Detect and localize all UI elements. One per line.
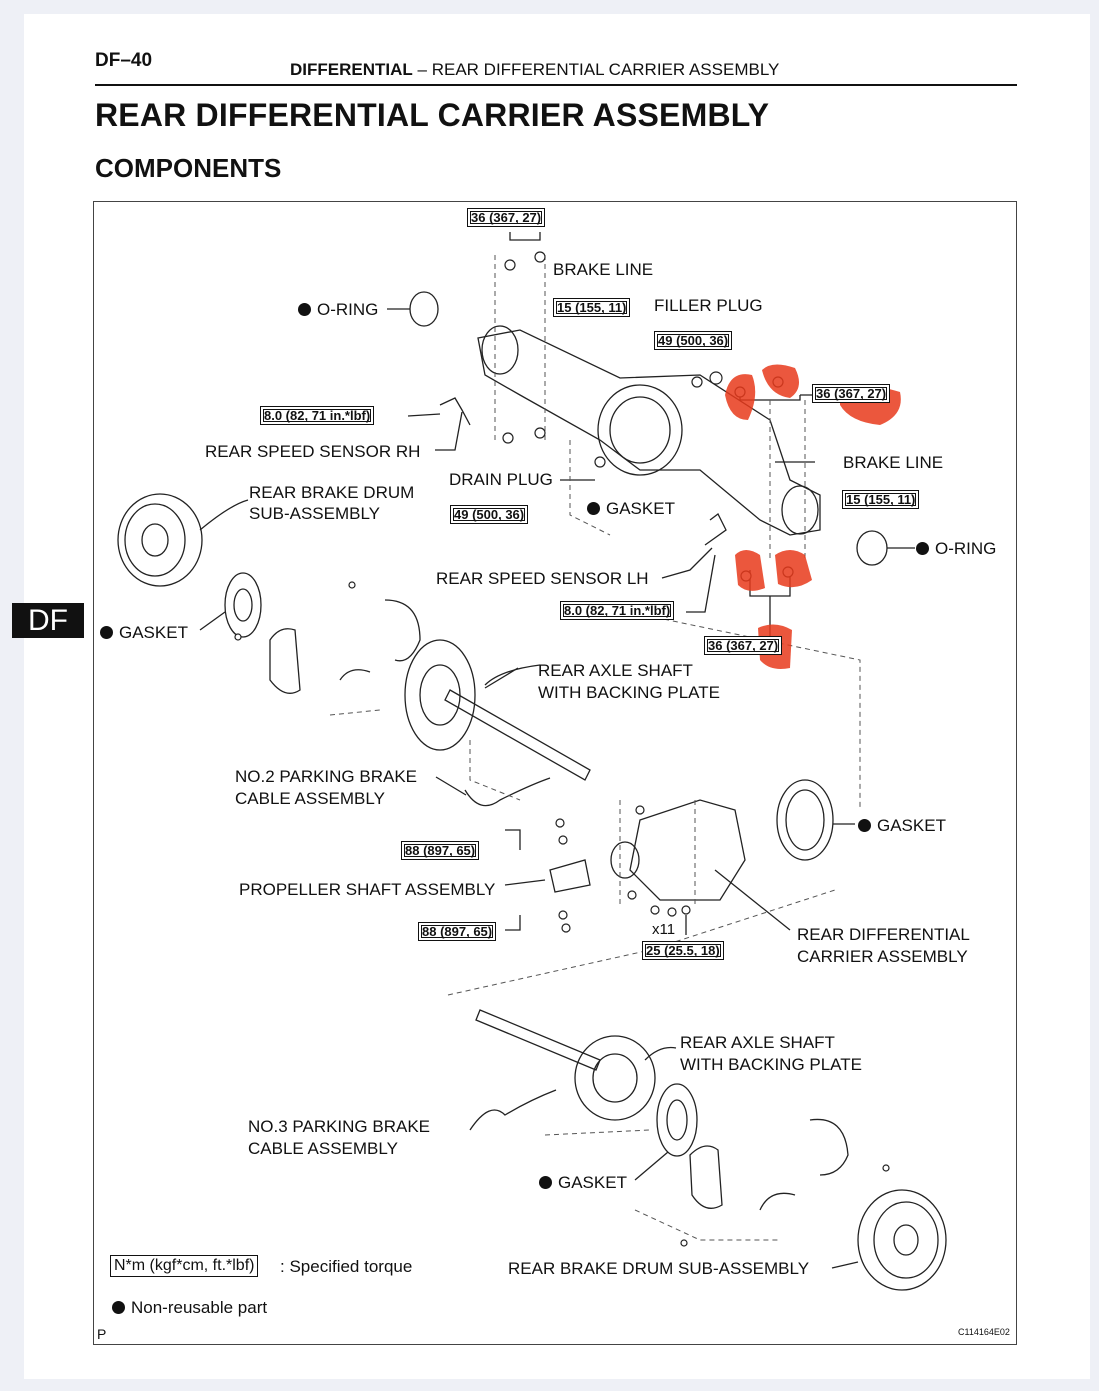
label-no2-parking-line1: NO.2 PARKING BRAKE <box>235 767 418 786</box>
torque-box-88-top: 88 (897, 65) <box>401 841 480 860</box>
o-ring-left-art <box>409 291 439 327</box>
label-brake-line-right: BRAKE LINE <box>843 453 944 472</box>
brake-drum-bottom-art <box>857 1189 947 1291</box>
torque-box-15-right: 15 (155, 11) <box>842 490 920 509</box>
gasket-bottom-art <box>656 1083 698 1157</box>
label-o-ring-right: O-RING <box>916 538 996 559</box>
nonreusable-dot-icon <box>539 1176 552 1189</box>
nonreusable-dot-icon <box>100 626 113 639</box>
carrier-assembly-art <box>629 799 746 901</box>
label-rear-brake-drum-line2: SUB-ASSEMBLY <box>249 504 381 523</box>
axle-shaft-2 <box>475 1009 601 1071</box>
torque-box-top: 36 (367, 27) <box>467 208 546 227</box>
brake-shoe-bottom-right <box>809 1118 849 1176</box>
section-tab: DF <box>12 603 84 638</box>
speed-sensor-rh-art <box>439 397 471 426</box>
parking-cable-3 <box>469 1089 557 1131</box>
label-brake-line-top: BRAKE LINE <box>553 260 654 279</box>
label-rear-diff-carrier-line2: CARRIER ASSEMBLY <box>797 947 968 966</box>
label-no3-parking-line1: NO.3 PARKING BRAKE <box>248 1117 431 1136</box>
torque-box-36-lower: 36 (367, 27) <box>704 636 783 655</box>
torque-box-88-bottom: 88 (897, 65) <box>418 922 497 941</box>
parking-cable-2 <box>464 777 551 807</box>
figure-code: C114164E02 <box>958 1327 1010 1337</box>
label-rear-brake-drum-bottom: REAR BRAKE DRUM SUB-ASSEMBLY <box>508 1259 810 1278</box>
torque-box-25: 25 (25.5, 18) <box>642 941 724 960</box>
nonreusable-dot-icon <box>298 303 311 316</box>
brake-shoe-bottom-left <box>689 1145 723 1209</box>
header-rule <box>95 84 1017 86</box>
brake-shoe-left <box>269 628 301 694</box>
label-rear-axle-shaft-1-line1: REAR AXLE SHAFT <box>538 661 693 680</box>
left-flange <box>481 325 519 375</box>
legend-nonreusable: Non-reusable part <box>112 1298 267 1318</box>
header-separator: – <box>417 60 427 79</box>
label-no3-parking-line2: CABLE ASSEMBLY <box>248 1139 398 1158</box>
page-sheet <box>24 14 1090 1379</box>
label-x11: x11 <box>652 921 676 938</box>
o-ring-right-art <box>856 530 888 566</box>
label-rear-axle-shaft-2-line1: REAR AXLE SHAFT <box>680 1033 835 1052</box>
gasket-carrier-art <box>776 779 834 861</box>
page-number: DF–40 <box>95 50 153 71</box>
label-rear-diff-carrier-line1: REAR DIFFERENTIAL <box>797 925 970 944</box>
label-gasket-drain: GASKET <box>587 498 675 519</box>
running-header: DIFFERENTIAL – REAR DIFFERENTIAL CARRIER… <box>290 60 779 80</box>
right-flange <box>781 485 819 535</box>
label-gasket-carrier: GASKET <box>858 815 946 836</box>
label-rear-axle-shaft-2-line2: WITH BACKING PLATE <box>680 1055 862 1074</box>
torque-box-36-right: 36 (367, 27) <box>812 384 891 403</box>
backing-plate-1 <box>404 639 476 751</box>
nonreusable-dot-icon <box>587 502 600 515</box>
diagram-frame <box>93 201 1017 1345</box>
backing-plate-2 <box>574 1035 656 1121</box>
brake-drum-left-art <box>117 493 203 587</box>
legend-torque-box: N*m (kgf*cm, ft.*lbf) <box>110 1255 259 1277</box>
header-subsection: REAR DIFFERENTIAL CARRIER ASSEMBLY <box>431 60 780 79</box>
section-title: COMPONENTS <box>95 153 282 183</box>
brake-shoe-right <box>384 599 421 662</box>
torque-box-8-lh: 8.0 (82, 71 in.*lbf) <box>560 601 675 620</box>
footer-letter: P <box>97 1326 107 1342</box>
label-propeller-shaft: PROPELLER SHAFT ASSEMBLY <box>239 880 496 899</box>
label-o-ring-left: O-RING <box>298 299 378 320</box>
label-rear-axle-shaft-1-line2: WITH BACKING PLATE <box>538 683 720 702</box>
label-gasket-left: GASKET <box>100 622 188 643</box>
label-rear-speed-sensor-rh: REAR SPEED SENSOR RH <box>205 442 421 461</box>
label-rear-brake-drum-line1: REAR BRAKE DRUM <box>249 483 415 502</box>
label-filler-plug: FILLER PLUG <box>654 296 763 315</box>
nonreusable-dot-icon <box>858 819 871 832</box>
torque-box-49-drain: 49 (500, 36) <box>450 505 529 524</box>
torque-box-8-rh: 8.0 (82, 71 in.*lbf) <box>260 406 375 425</box>
header-section: DIFFERENTIAL <box>290 60 413 79</box>
diff-cover <box>597 384 683 476</box>
label-drain-plug: DRAIN PLUG <box>449 470 553 489</box>
nonreusable-dot-icon <box>112 1301 125 1314</box>
red-annotations <box>725 364 901 669</box>
torque-box-49-top: 49 (500, 36) <box>654 331 733 350</box>
page-title: REAR DIFFERENTIAL CARRIER ASSEMBLY <box>95 97 770 133</box>
label-rear-speed-sensor-lh: REAR SPEED SENSOR LH <box>436 569 649 588</box>
speed-sensor-lh-art <box>704 513 727 546</box>
propeller-flange <box>549 859 591 893</box>
torque-box-filler: 15 (155, 11) <box>553 298 631 317</box>
legend-torque-text: : Specified torque <box>280 1257 413 1276</box>
nonreusable-dot-icon <box>916 542 929 555</box>
gasket-left-art <box>224 572 262 638</box>
axle-shaft-1 <box>444 689 591 781</box>
label-gasket-bottom: GASKET <box>539 1172 627 1193</box>
label-no2-parking-line2: CABLE ASSEMBLY <box>235 789 385 808</box>
